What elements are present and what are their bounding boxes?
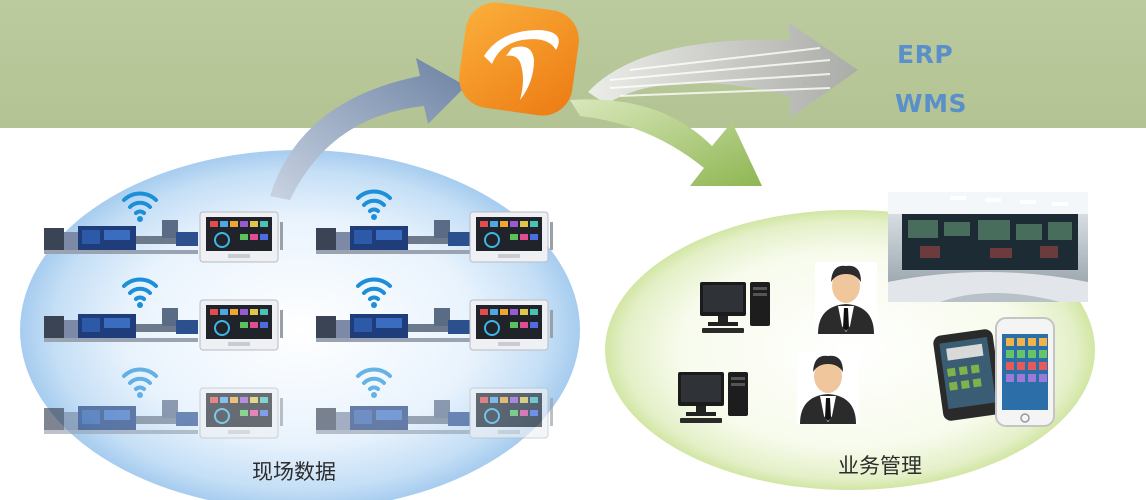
- smartphone-icon: [933, 329, 1003, 421]
- desktop-computer-icon: [678, 372, 748, 423]
- controller-panel: [469, 299, 554, 351]
- business-management-label: 业务管理: [838, 454, 922, 478]
- desktop-computer-icon: [700, 282, 770, 333]
- controller-panel: [199, 211, 284, 263]
- upload-data-arrow: [270, 58, 466, 200]
- smartphone-icon: [995, 317, 1055, 427]
- user-avatar-icon: [797, 352, 859, 424]
- wms-label: WMS: [895, 89, 967, 118]
- erp-label: ERP: [897, 40, 954, 69]
- controller-panel: [469, 387, 554, 439]
- business-distribution-arrow: [570, 99, 762, 186]
- controller-panel: [199, 299, 284, 351]
- user-avatar-icon: [815, 262, 877, 334]
- field-data-label: 现场数据: [252, 460, 336, 484]
- brand-logo-icon: [459, 2, 579, 116]
- control-room-image: [888, 192, 1088, 302]
- controller-panel: [469, 211, 554, 263]
- controller-panel: [199, 387, 284, 439]
